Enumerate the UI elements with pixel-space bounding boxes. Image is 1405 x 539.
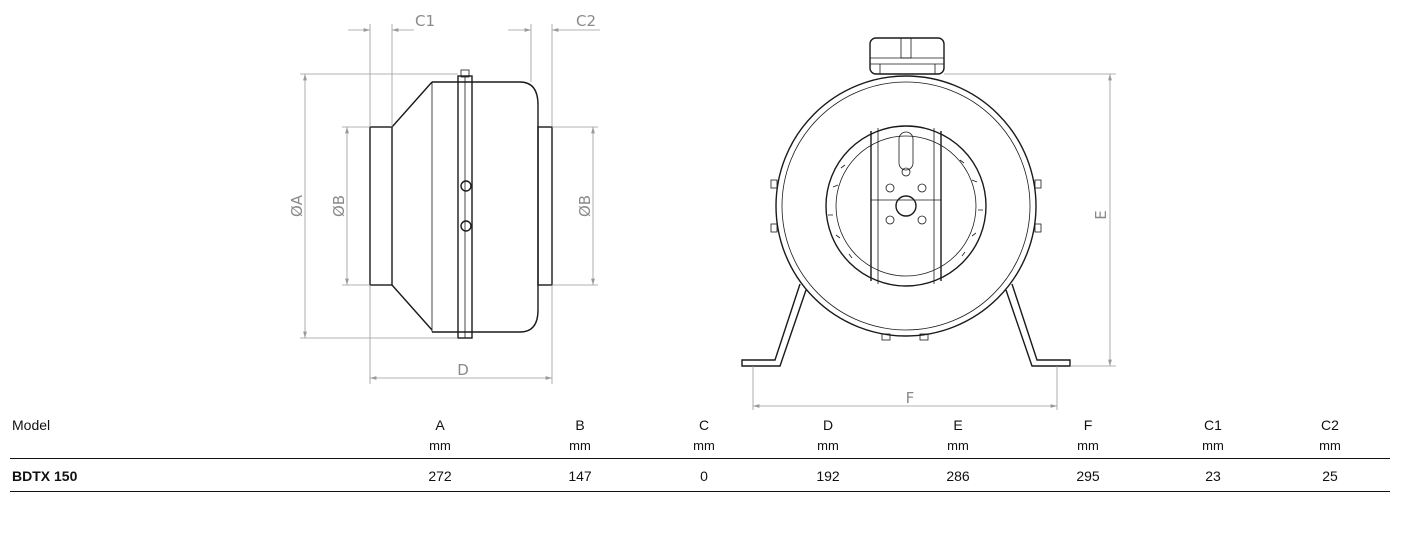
model-column-header: Model xyxy=(12,417,51,433)
column-unit-b: mm xyxy=(569,438,591,453)
value-c1: 23 xyxy=(1205,468,1221,484)
value-e: 286 xyxy=(946,468,970,484)
column-header-e: E xyxy=(953,417,963,433)
value-c2: 25 xyxy=(1322,468,1338,484)
dim-f-label: F xyxy=(906,389,915,407)
column-unit-d: mm xyxy=(817,438,839,453)
dim-c2-label: C2 xyxy=(576,12,596,30)
specification-table: Model A mm B mm C mm D mm E mm F mm C1 m… xyxy=(10,414,1390,492)
column-unit-c2: mm xyxy=(1319,438,1341,453)
table-header-row: Model A mm B mm C mm D mm E mm F mm C1 m… xyxy=(10,414,1390,459)
value-f: 295 xyxy=(1076,468,1100,484)
front-view: E F xyxy=(741,37,1116,410)
dim-d-label: D xyxy=(457,361,469,379)
column-header-f: F xyxy=(1083,417,1093,433)
column-unit-e: mm xyxy=(947,438,969,453)
column-unit-a: mm xyxy=(429,438,451,453)
column-header-d: D xyxy=(822,417,834,433)
column-unit-f: mm xyxy=(1077,438,1099,453)
column-header-c: C xyxy=(698,417,710,433)
dim-a-label: ØA xyxy=(288,194,306,217)
value-a: 272 xyxy=(428,468,452,484)
column-header-a: A xyxy=(435,417,445,433)
model-name: BDTX 150 xyxy=(12,468,78,484)
column-header-c1: C1 xyxy=(1204,417,1222,433)
table-row: BDTX 150 272 147 0 192 286 295 23 25 xyxy=(10,459,1390,492)
dim-b-left-label: ØB xyxy=(330,195,348,217)
dim-b-right-label: ØB xyxy=(576,195,594,217)
technical-drawing: ØA ØB ØB C1 C2 D xyxy=(288,12,1116,410)
column-unit-c: mm xyxy=(693,438,715,453)
value-d: 192 xyxy=(816,468,840,484)
side-view: ØA ØB ØB C1 C2 D xyxy=(288,12,600,384)
dim-e-label: E xyxy=(1092,210,1110,219)
value-b: 147 xyxy=(568,468,592,484)
value-c: 0 xyxy=(700,468,708,484)
column-header-b: B xyxy=(575,417,585,433)
column-unit-c1: mm xyxy=(1202,438,1224,453)
column-header-c2: C2 xyxy=(1321,417,1339,433)
dim-c1-label: C1 xyxy=(415,12,435,30)
